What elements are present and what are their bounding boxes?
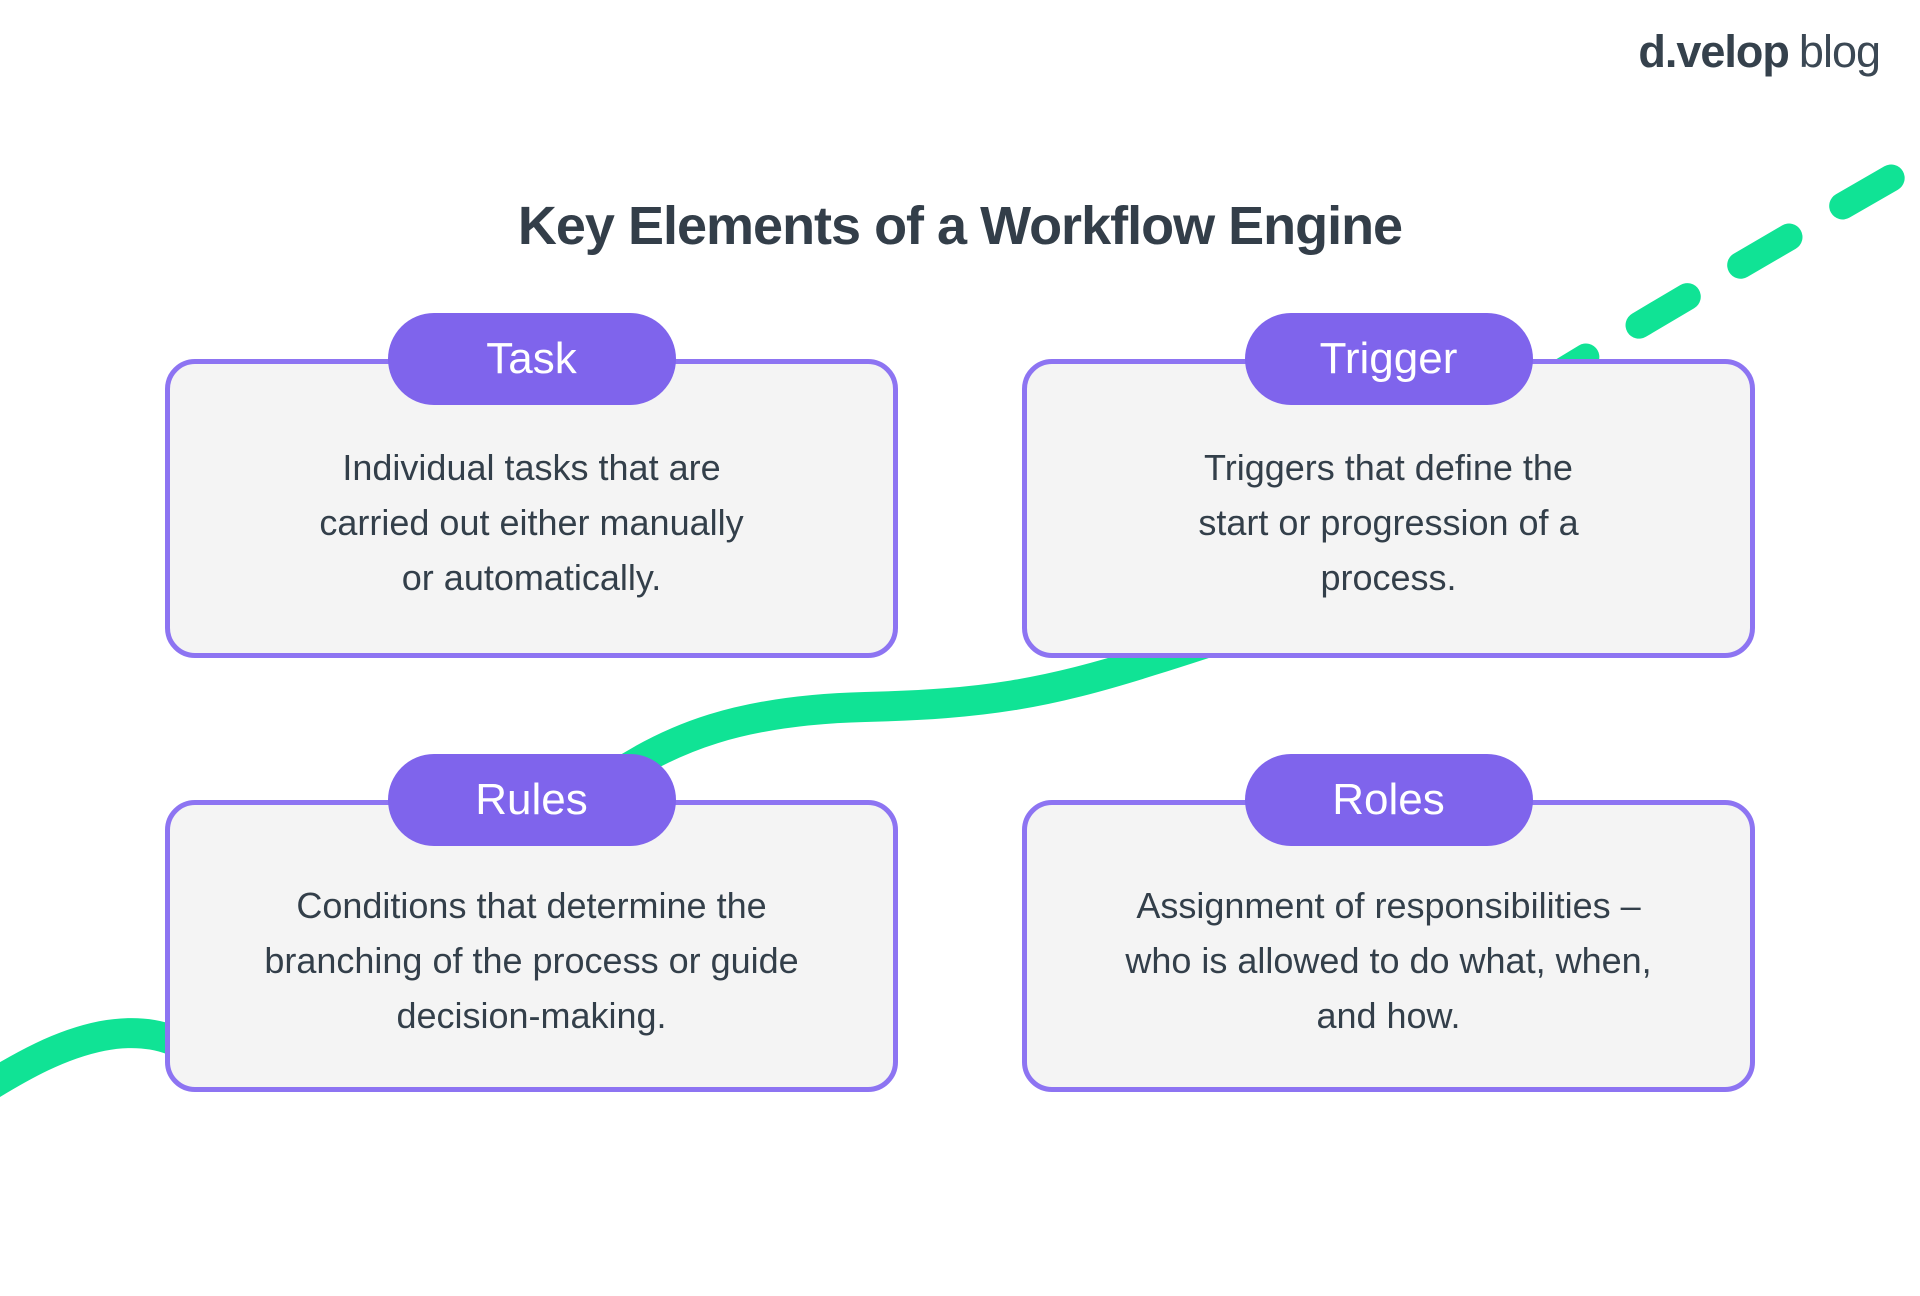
- card-rules-description: Conditions that determine the branching …: [264, 884, 799, 1036]
- page-title: Key Elements of a Workflow Engine: [517, 196, 1403, 257]
- card-roles-description: Assignment of responsibilities – who is …: [1125, 884, 1652, 1036]
- card-trigger-description: Triggers that define the start or progre…: [1198, 447, 1579, 598]
- card-trigger-pill: Trigger: [1244, 313, 1533, 405]
- card-task-pill: Task: [387, 313, 676, 405]
- card-roles: Roles Assignment of responsibilities – w…: [1022, 754, 1755, 1092]
- card-roles-pill: Roles: [1244, 754, 1533, 846]
- logo-suffix-text: blog: [1798, 26, 1881, 77]
- card-task: Task Individual tasks that are carried o…: [165, 313, 898, 658]
- card-rules-pill: Rules: [387, 754, 676, 846]
- card-rules: Rules Conditions that determine the bran…: [165, 754, 898, 1092]
- logo-brand-text: d.velop: [1638, 26, 1790, 77]
- card-task-description: Individual tasks that are carried out ei…: [319, 447, 744, 598]
- green-bottom-left-line: [0, 1018, 207, 1097]
- card-trigger: Trigger Triggers that define the start o…: [1022, 313, 1755, 658]
